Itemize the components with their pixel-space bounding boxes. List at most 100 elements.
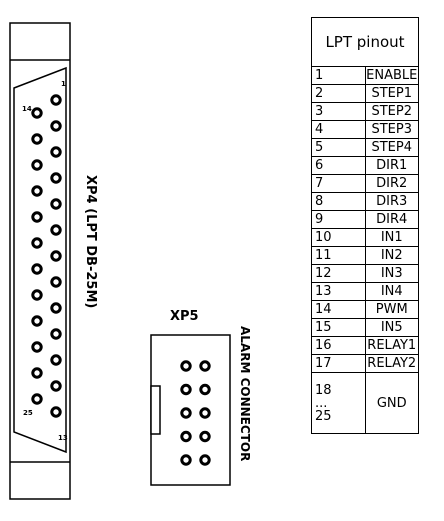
xp4-pin [31,211,43,223]
pinout-pin-number: 14 [311,300,366,319]
xp4-pin [31,289,43,301]
xp5-pin [199,407,211,419]
xp5-connector [150,334,231,486]
pinout-signal-name: IN1 [364,228,419,247]
pinout-signal-name: IN4 [364,282,419,301]
xp4-pin [50,198,62,210]
xp4-pin-mark-1: 1 [61,80,66,88]
xp5-pin [199,430,211,443]
xp4-pin [50,380,62,392]
pinout-gnd-signal: GND [364,372,419,434]
pinout-signal-name: STEP3 [364,120,419,139]
xp4-pin [50,406,62,418]
pinout-pin-number: 9 [311,210,366,229]
xp4-pins [31,94,62,418]
xp4-shell [13,66,67,454]
pinout-signal-name: DIR4 [364,210,419,229]
pinout-signal-name: IN5 [364,318,419,337]
pinout-header-row: LPT pinout [311,17,419,67]
xp4-pin [50,302,62,314]
pinout-pin-number: 8 [311,192,366,211]
pinout-pin-number: 11 [311,246,366,265]
pinout-pin-number: 2 [311,84,366,103]
pinout-signal-name: RELAY2 [364,354,419,373]
xp4-pin [50,120,62,132]
pinout-pin-number: 4 [311,120,366,139]
pinout-pin-number: 12 [311,264,366,283]
xp4-pin [31,133,43,145]
xp4-pin [31,185,43,197]
pinout-signal-name: DIR1 [364,156,419,175]
xp4-pin [50,250,62,262]
pinout-pin-number: 3 [311,102,366,121]
pinout-signal-name: STEP2 [364,102,419,121]
xp5-pin [180,383,192,396]
pinout-gnd-row: 18 ... 25 GND [311,372,419,434]
pinout-pin-number: 13 [311,282,366,301]
gnd-pin-bottom: 25 [315,408,332,424]
pinout-title: LPT pinout [311,17,419,67]
pinout-signal-name: RELAY1 [364,336,419,355]
xp4-pin [31,263,43,275]
xp4-pin [50,354,62,366]
xp4-pin [31,237,43,249]
gnd-pin-dots: ... [315,395,328,411]
xp4-pin [31,315,43,327]
xp4-frame [9,22,71,500]
xp4-pin [50,224,62,236]
xp4-pin [31,107,43,119]
pinout-gnd-pins: 18 ... 25 [311,372,366,434]
xp4-connector [9,22,71,500]
pinout-signal-name: STEP1 [364,84,419,103]
xp5-pin [199,360,211,372]
xp4-pin-mark-25: 25 [23,409,33,417]
pinout-pin-number: 17 [311,354,366,373]
xp5-pin [180,454,192,466]
pinout-signal-name: DIR2 [364,174,419,193]
xp4-pin [31,159,43,171]
pinout-pin-number: 16 [311,336,366,355]
xp4-pin [50,146,62,158]
xp5-caption: ALARM CONNECTOR [238,326,252,461]
pinout-pin-number: 1 [311,66,366,85]
pinout-signal-name: IN2 [364,246,419,265]
xp5-pins [180,360,211,466]
xp4-pin-mark-13: 13 [58,434,68,442]
xp4-pin [31,367,43,379]
xp4-pin [50,172,62,184]
xp4-label: XP4 (LPT DB-25M) [83,175,98,308]
pinout-pin-number: 5 [311,138,366,157]
xp5-pin [180,430,192,443]
xp4-pin [50,276,62,288]
xp5-label: XP5 [170,309,199,324]
xp4-pin-mark-14: 14 [22,105,32,113]
xp5-key-notch [150,385,161,435]
xp5-pin [199,383,211,396]
xp5-pin [199,454,211,466]
xp5-pin [180,360,192,372]
pinout-signal-name: DIR3 [364,192,419,211]
gnd-pin-top: 18 [315,382,332,398]
xp5-pin [180,407,192,419]
pinout-pin-number: 7 [311,174,366,193]
xp4-pin [50,94,62,106]
pinout-signal-name: ENABLE [364,66,419,85]
pinout-pin-number: 6 [311,156,366,175]
